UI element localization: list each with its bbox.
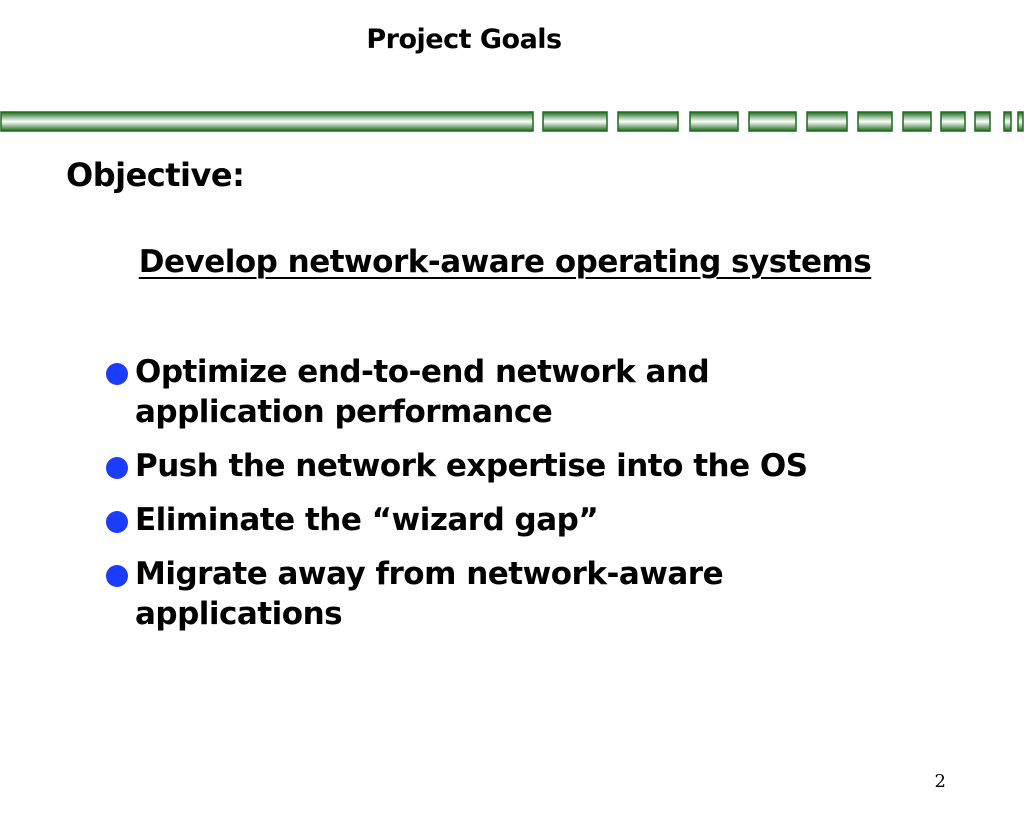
divider-segment	[1017, 111, 1024, 132]
divider-segment	[542, 111, 608, 132]
goal-text: Eliminate the “wizard gap”	[135, 502, 599, 538]
divider-segment	[1003, 111, 1012, 132]
goal-item-2: Push the network expertise into the OS	[104, 446, 904, 486]
divider-segment	[902, 111, 932, 132]
bullet-dot-icon	[106, 565, 128, 587]
goals-list: Optimize end-to-end network and applicat…	[104, 352, 904, 648]
divider-segment	[617, 111, 679, 132]
decorative-divider	[0, 111, 1024, 132]
divider-segment	[857, 111, 893, 132]
goal-text: Optimize end-to-end network and applicat…	[135, 354, 710, 430]
goal-text: Push the network expertise into the OS	[135, 448, 808, 484]
divider-segment	[940, 111, 966, 132]
objective-statement: Develop network-aware operating systems	[0, 244, 1010, 280]
bullet-dot-icon	[106, 457, 128, 479]
divider-segment	[974, 111, 991, 132]
divider-segment	[0, 111, 534, 132]
goal-item-1: Optimize end-to-end network and applicat…	[104, 352, 904, 432]
goal-item-3: Eliminate the “wizard gap”	[104, 500, 904, 540]
divider-segment	[806, 111, 848, 132]
divider-segment	[689, 111, 739, 132]
slide-title: Project Goals	[366, 24, 562, 55]
page-number: 2	[934, 771, 946, 792]
bullet-dot-icon	[106, 511, 128, 533]
objective-statement-text: Develop network-aware operating systems	[138, 244, 872, 280]
goal-item-4: Migrate away from network-aware applicat…	[104, 554, 904, 634]
goal-text: Migrate away from network-aware applicat…	[135, 556, 724, 632]
divider-segment	[748, 111, 797, 132]
objective-label: Objective:	[66, 156, 245, 194]
bullet-dot-icon	[106, 363, 128, 385]
